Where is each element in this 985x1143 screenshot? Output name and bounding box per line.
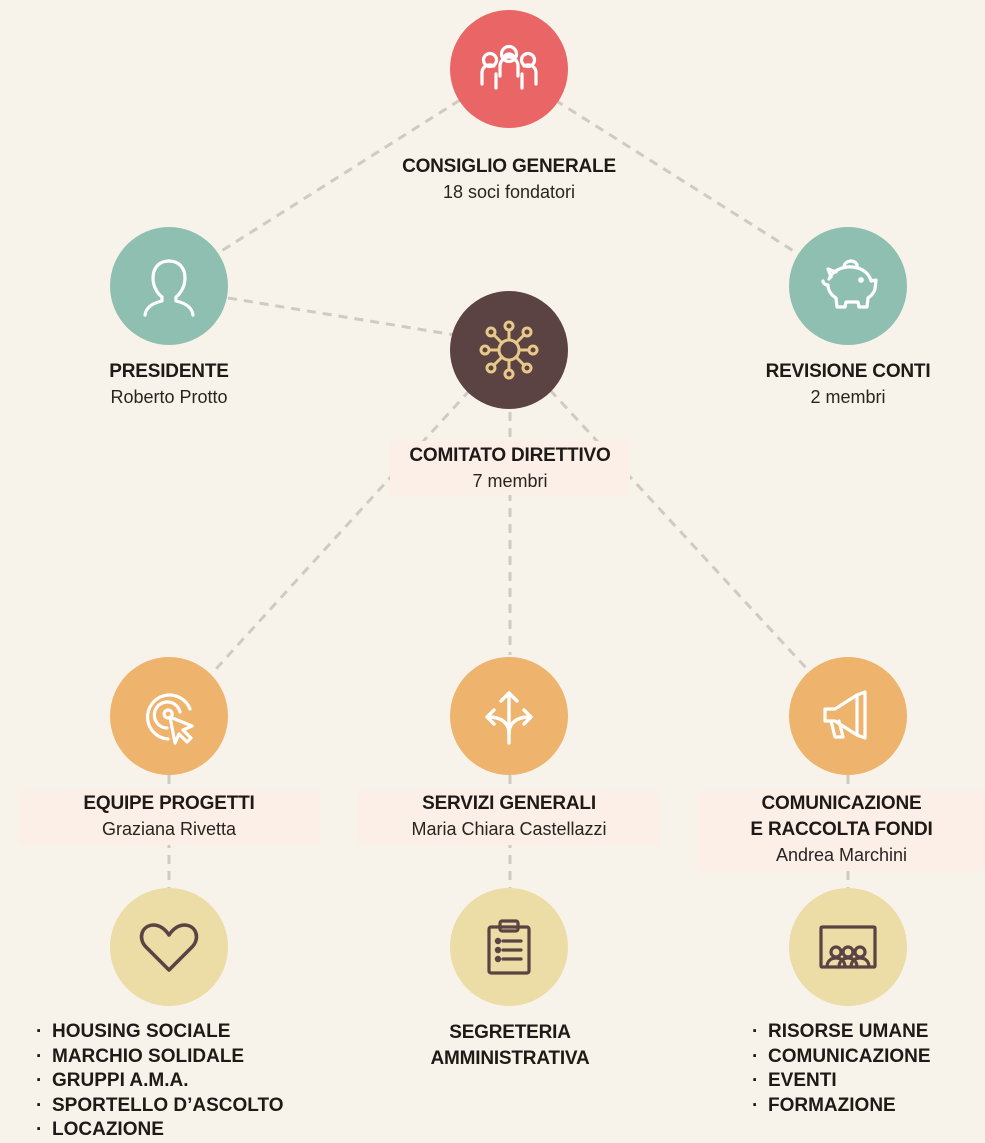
piggy-bank-icon — [821, 259, 878, 309]
presidente-title: PRESIDENTE — [109, 361, 229, 382]
equipe-label: EQUIPE PROGETTI Graziana Rivetta — [18, 790, 320, 845]
connector-top-audit — [554, 98, 801, 257]
connector-committee-projects — [213, 388, 472, 672]
revisione-subtitle: 2 membri — [810, 387, 886, 407]
clipboard-node — [450, 888, 568, 1006]
clipboard-icon — [487, 919, 531, 975]
revisione-label: REVISIONE CONTI 2 membri — [728, 359, 968, 409]
revisione-node — [789, 227, 907, 345]
heart-node — [110, 888, 228, 1006]
megaphone-icon — [823, 690, 867, 740]
target-cursor-icon — [145, 693, 194, 745]
connector-top-president — [214, 98, 461, 257]
connector-president-committee — [227, 296, 456, 337]
segreteria-line-2: AMMINISTRATIVA — [430, 1048, 590, 1069]
servizi-node — [450, 657, 568, 775]
consiglio-node — [450, 10, 568, 128]
list-item: MARCHIO SOLIDALE — [36, 1045, 336, 1070]
presidente-node — [110, 227, 228, 345]
heart-list: HOUSING SOCIALE MARCHIO SOLIDALE GRUPPI … — [36, 1020, 336, 1143]
network-hub-icon — [479, 320, 539, 380]
comunicazione-label: COMUNICAZIONE E RACCOLTA FONDI Andrea Ma… — [698, 790, 985, 871]
comunicazione-title-1: COMUNICAZIONE — [761, 793, 922, 814]
revisione-title: REVISIONE CONTI — [765, 361, 931, 382]
list-item: FORMAZIONE — [752, 1094, 982, 1119]
segreteria-line-1: SEGRETERIA — [449, 1022, 571, 1043]
segreteria-label: SEGRETERIA AMMINISTRATIVA — [390, 1020, 630, 1072]
consiglio-subtitle: 18 soci fondatori — [442, 182, 576, 202]
consiglio-label: CONSIGLIO GENERALE 18 soci fondatori — [360, 154, 658, 204]
equipe-node — [110, 657, 228, 775]
team-screen-icon — [819, 925, 877, 969]
servizi-title: SERVIZI GENERALI — [422, 793, 596, 814]
comunicazione-node — [789, 657, 907, 775]
team-list: RISORSE UMANE COMUNICAZIONE EVENTI FORMA… — [752, 1020, 982, 1118]
list-item: SPORTELLO D’ASCOLTO — [36, 1094, 336, 1119]
connector-committee-communication — [548, 388, 810, 672]
consiglio-title: CONSIGLIO GENERALE — [402, 156, 616, 177]
comunicazione-title-2: E RACCOLTA FONDI — [750, 819, 933, 840]
list-item: LOCAZIONE — [36, 1118, 336, 1143]
split-arrows-icon — [485, 691, 533, 745]
person-icon — [143, 259, 195, 317]
servizi-subtitle: Maria Chiara Castellazzi — [411, 819, 607, 839]
comitato-subtitle: 7 membri — [472, 471, 548, 491]
equipe-title: EQUIPE PROGETTI — [83, 793, 255, 814]
heart-icon — [139, 923, 199, 972]
list-item: HOUSING SOCIALE — [36, 1020, 336, 1045]
list-item: RISORSE UMANE — [752, 1020, 982, 1045]
presidente-subtitle: Roberto Protto — [110, 387, 228, 407]
comitato-label: COMITATO DIRETTIVO 7 membri — [390, 441, 630, 495]
list-item: EVENTI — [752, 1069, 982, 1094]
team-node — [789, 888, 907, 1006]
comitato-node — [450, 291, 568, 409]
list-item: GRUPPI A.M.A. — [36, 1069, 336, 1094]
servizi-label: SERVIZI GENERALI Maria Chiara Castellazz… — [358, 790, 660, 845]
comitato-title: COMITATO DIRETTIVO — [409, 445, 611, 466]
equipe-subtitle: Graziana Rivetta — [101, 819, 237, 839]
people-group-icon — [480, 44, 538, 90]
presidente-label: PRESIDENTE Roberto Protto — [60, 359, 278, 409]
list-item: COMUNICAZIONE — [752, 1045, 982, 1070]
comunicazione-subtitle: Andrea Marchini — [775, 845, 908, 865]
